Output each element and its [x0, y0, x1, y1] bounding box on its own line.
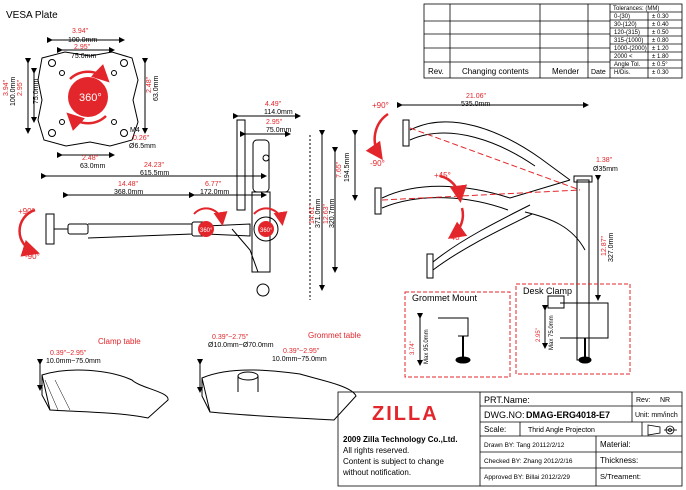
top-tilt-up: +90° [18, 207, 35, 216]
vesa-w-in: 3.94" [72, 28, 89, 35]
side-b-mm: 75.0mm [266, 127, 291, 134]
vesa-h-mm: 100.0mm [10, 77, 17, 106]
clamp-h-mm: Max 75.0mm [549, 315, 555, 350]
vesa-plate [25, 37, 148, 158]
grommet-table-drawing [197, 359, 357, 421]
clamp-table-drawing [37, 359, 169, 419]
clamp-range-in: 0.39"~2.95" [50, 350, 87, 357]
vesa-rotation: 360° [79, 92, 102, 104]
vesa-h2-mm: 75.0mm [33, 79, 40, 104]
grommet-h-mm: Max 95.0mm [424, 329, 430, 364]
vesa-h2-in: 2.95" [17, 79, 24, 96]
vesa-hole-in: 0.26" [133, 135, 150, 142]
front-h1-mm: 194.5mm [344, 153, 351, 182]
grommet-range-mm: 10.0mm~75.0mm [272, 356, 327, 363]
front-pole-in: 1.38" [596, 157, 613, 164]
clamp-range-mm: 10.0mm~75.0mm [46, 358, 101, 365]
vesa-b-mm: 63.0mm [80, 163, 105, 170]
front-tilt-down: -90° [370, 159, 385, 168]
vesa-w2-mm: 75.0mm [71, 53, 96, 60]
top-seg1-mm: 368.0mm [114, 189, 143, 196]
front-w-mm: 535.0mm [461, 101, 490, 108]
top-seg2-mm: 172.0mm [200, 189, 229, 196]
grommet-detail [404, 291, 511, 378]
top-seg2-in: 6.77" [205, 181, 222, 188]
vesa-w2-in: 2.95" [74, 44, 91, 51]
front-h1-in: 7.65" [336, 161, 343, 178]
front-arm-down: -40° [448, 233, 463, 242]
vesa-w-mm: 100.0mm [68, 37, 97, 44]
side-view [233, 113, 301, 297]
vesa-h-in: 3.94" [3, 79, 10, 96]
front-h3-mm: 371.0mm [315, 199, 322, 228]
clamp-h-in: 2.95" [536, 328, 542, 342]
vesa-r-in: 2.48" [146, 76, 153, 93]
grommet-table-label: Grommet table [308, 331, 361, 340]
top-view [18, 173, 288, 273]
vesa-b-in: 2.48" [82, 155, 99, 162]
grommet-title: Grommet Mount [412, 293, 478, 303]
front-h2-mm: 320.7mm [329, 199, 336, 228]
grommet-hole-mm: Ø10.0mm~Ø70.0mm [208, 342, 274, 349]
vesa-bolt: M4 [130, 127, 140, 134]
top-tilt-down: -90° [25, 252, 40, 261]
top-len-mm: 615.5mm [140, 170, 169, 177]
top-seg1-in: 14.48" [118, 181, 139, 188]
clamp-detail [515, 283, 631, 375]
grommet-h-in: 3.74" [410, 341, 416, 355]
front-w-in: 21.06" [466, 93, 487, 100]
front-pole-h-in: 12.87" [601, 235, 608, 256]
vesa-r-mm: 63.0mm [153, 76, 160, 101]
grommet-hole-in: 0.39"~2.75" [212, 334, 249, 341]
side-b-in: 2.95" [266, 119, 283, 126]
front-h3-in: 14.61" [309, 203, 316, 224]
side-a-in: 4.49" [265, 101, 282, 108]
side-a-mm: 114.0mm [264, 109, 293, 116]
vesa-hole-mm: Ø6.5mm [129, 143, 156, 150]
front-pole-mm: Ø35mm [593, 166, 618, 173]
top-len-in: 24.23" [144, 162, 165, 169]
clamp-table-label: Clamp table [98, 337, 141, 346]
front-tilt-up: +90° [372, 101, 389, 110]
front-pole-h-mm: 327.0mm [608, 233, 615, 262]
front-h2-in: 12.63" [323, 203, 330, 224]
clamp-title: Desk Clamp [523, 286, 572, 296]
grommet-range-in: 0.39"~2.95" [283, 348, 320, 355]
top-rot1: 360° [200, 228, 213, 234]
vesa-title: VESA Plate [6, 10, 58, 21]
top-rot2: 360° [260, 228, 273, 234]
front-arm-up: +45° [434, 171, 451, 180]
